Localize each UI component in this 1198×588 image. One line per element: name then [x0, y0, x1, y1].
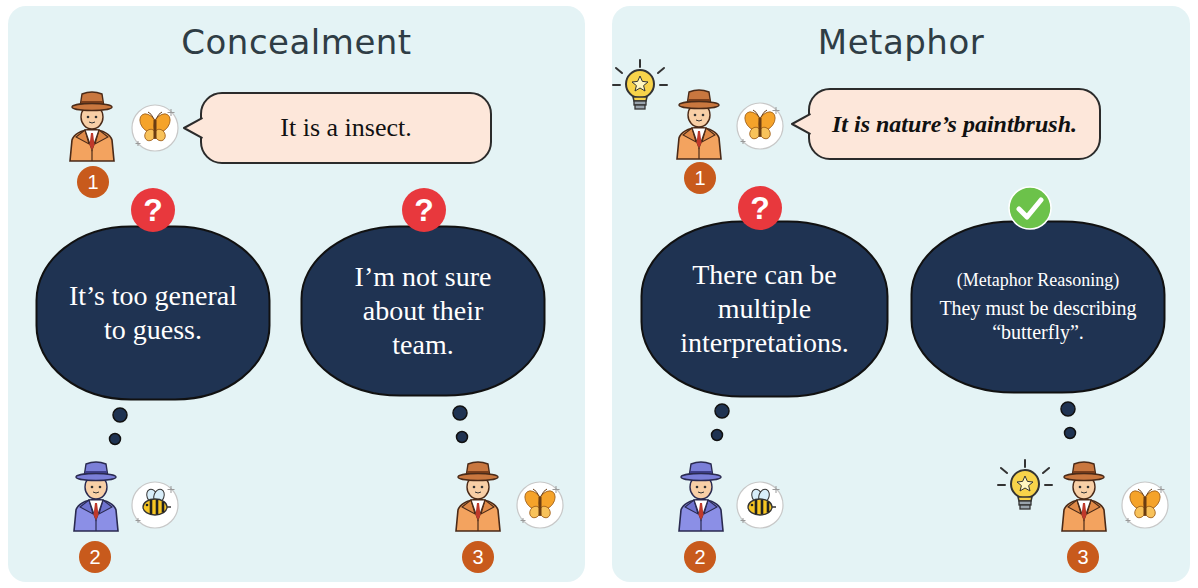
callout-number: 3 [1067, 541, 1099, 573]
question-mark: ? [131, 188, 175, 232]
detective-figure [677, 90, 721, 159]
thought-bubble: I’m not sure about their team. [300, 225, 546, 397]
panel-title: Metaphor [612, 22, 1190, 62]
butterfly-badge [132, 105, 178, 151]
detective-figure [70, 92, 114, 161]
thought-dot [113, 408, 127, 422]
bubble-outline [912, 222, 1165, 393]
callout-number: 1 [77, 166, 109, 198]
thought-text: I’m not sure about their team. [341, 260, 506, 362]
speech-text: It is nature’s paintbrush. [832, 111, 1077, 138]
butterfly-badge [1122, 482, 1168, 528]
bubble-tail [792, 111, 812, 137]
thought-dot [1065, 428, 1076, 439]
thought-dot [453, 406, 467, 420]
thought-dot [110, 434, 121, 445]
question-mark: ? [402, 188, 446, 232]
bubble-shape [35, 225, 271, 401]
thought-text: There can be multiple interpretations. [662, 258, 867, 360]
butterfly-badge [737, 103, 783, 149]
bubble-outline [642, 222, 888, 397]
thought-bubble: (Metaphor Reasoning) They must be describ… [910, 220, 1166, 394]
lightbulb-icon [613, 60, 667, 109]
thought-text: They must be describing “butterfly”. [932, 296, 1144, 345]
detective-figure [456, 462, 500, 531]
callout-number: 2 [79, 541, 111, 573]
speech-bubble: It is nature’s paintbrush. [808, 88, 1101, 160]
thought-dot [1061, 402, 1075, 416]
detective-figure [679, 462, 723, 531]
speech-bubble: It is a insect. [200, 92, 492, 164]
thought-bubble: It’s too general to guess. [35, 225, 271, 401]
check-icon [1008, 186, 1052, 230]
thought-bubble: There can be multiple interpretations. [640, 220, 889, 398]
thought-dot [457, 432, 468, 443]
question-mark: ? [738, 186, 782, 230]
butterfly-badge [517, 482, 563, 528]
detective-figure [1062, 462, 1106, 531]
bee-badge [132, 482, 178, 528]
thought-text: It’s too general to guess. [61, 279, 246, 347]
thought-dot [712, 430, 723, 441]
lightbulb-icon [998, 460, 1052, 509]
thought-text: (Metaphor Reasoning) [932, 270, 1144, 292]
callout-number: 3 [462, 541, 494, 573]
bubble-outline [302, 227, 545, 396]
thought-dot [715, 404, 729, 418]
bubble-tail [184, 115, 204, 141]
bee-badge [737, 482, 783, 528]
thought-dots [110, 402, 1076, 445]
figures [70, 60, 1168, 531]
callout-number: 2 [684, 541, 716, 573]
detective-figure [74, 462, 118, 531]
panel-title: Concealment [8, 22, 585, 62]
callout-number: 1 [684, 162, 716, 194]
speech-text: It is a insect. [280, 113, 411, 143]
bubble-outline [37, 227, 270, 400]
